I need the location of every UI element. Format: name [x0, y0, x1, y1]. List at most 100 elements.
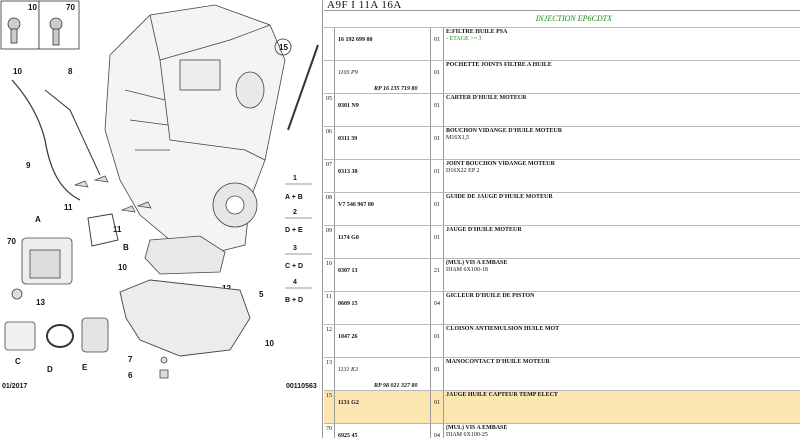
part-description-block: CLOISON ANTIEMULSION HUILE MOT	[446, 326, 796, 333]
callout-9: 9	[26, 161, 31, 170]
callout-11-left: 11	[64, 203, 73, 212]
callout-11-right: 11	[113, 225, 122, 234]
legend-letters-2: D + E	[285, 227, 303, 234]
part-description: JAUGE D'HUILE MOTEUR	[446, 227, 522, 233]
part-description-block: E:FILTRE HUILE PSA- ETAGE >= 3	[446, 29, 796, 43]
part-reference: 1047 26	[338, 334, 358, 340]
legend-num-3: 3	[293, 245, 297, 252]
filter-seal	[46, 324, 74, 348]
callout-A: A	[35, 215, 41, 224]
legend-num-1: 1	[293, 175, 297, 182]
part-reference: 0313 38	[338, 169, 358, 175]
callout-6: 6	[128, 371, 133, 380]
panel-divider	[322, 0, 323, 438]
row-number: 09	[324, 226, 335, 258]
part-spec: D16X22 EP 2	[446, 168, 480, 174]
part-reference: 0311 39	[338, 136, 358, 142]
part-description: MANOCONTACT D'HUILE MOTEUR	[446, 359, 550, 365]
part-reference: 1131 K3	[338, 367, 359, 373]
part-description-block: GICLEUR D'HUILE DE PISTON	[446, 293, 796, 300]
row-number: 07	[324, 160, 335, 192]
callout-15: 15	[279, 43, 288, 52]
callout-B: B	[123, 243, 129, 252]
part-description-block: POCHETTE JOINTS FILTRE A HUILE	[446, 62, 796, 69]
legend-letters-4: B + D	[285, 297, 303, 304]
part-reference: V7 546 967 80	[338, 202, 374, 208]
dipstick-sensor	[287, 44, 319, 131]
row-number: 05	[324, 94, 335, 126]
part-description-block: CARTER D'HUILE MOTEUR	[446, 95, 796, 102]
replacement-reference: RP 16 135 719 80	[374, 86, 418, 92]
callout-5: 5	[259, 290, 264, 299]
row-number: 11	[324, 292, 335, 324]
part-reference: 6925 45	[338, 433, 358, 438]
row-number: 10	[324, 259, 335, 291]
drain-seal	[160, 356, 168, 364]
piston-jets	[73, 175, 152, 213]
part-reference: 0609 15	[338, 301, 358, 307]
part-description: JAUGE HUILE CAPTEUR TEMP ELECT	[446, 392, 558, 398]
row-number: 13	[324, 358, 335, 390]
callout-13: 13	[36, 298, 45, 307]
callout-10-top: 10	[13, 67, 22, 76]
part-quantity: 04	[430, 292, 444, 324]
diagram-ref-code: 00110563	[286, 383, 317, 390]
part-description: (MUL) VIS A EMBASE	[446, 260, 508, 266]
callout-10-mid: 10	[118, 263, 127, 272]
part-description-block: GUIDE DE JAUGE D'HUILE MOTEUR	[446, 194, 796, 201]
diagram-date: 01/2017	[2, 383, 27, 390]
part-quantity: 01	[430, 193, 444, 225]
engine-exploded-diagram: 10 70 15 10 8 9	[0, 0, 322, 438]
callout-E: E	[82, 363, 88, 372]
part-quantity: 01	[430, 28, 444, 60]
part-reference: 1103 P9	[338, 70, 358, 76]
callout-7: 7	[128, 355, 133, 364]
legend-num-4: 4	[293, 279, 297, 286]
drain-plug	[159, 369, 169, 379]
part-note: - ETAGE >= 3	[446, 36, 482, 42]
part-quantity: 01	[430, 325, 444, 357]
part-description: JOINT BOUCHON VIDANGE MOTEUR	[446, 161, 555, 167]
part-description-block: JAUGE HUILE CAPTEUR TEMP ELECT	[446, 392, 796, 399]
filter-cartridge	[4, 321, 36, 351]
part-reference: 1131 G2	[338, 400, 359, 406]
anti-emulsion-baffle	[144, 235, 226, 275]
row-number	[324, 61, 335, 93]
legend-num-2: 2	[293, 209, 297, 216]
part-quantity: 01	[430, 226, 444, 258]
callout-circle-15	[274, 38, 292, 56]
legend-letters-3: C + D	[285, 263, 303, 270]
part-description: GUIDE DE JAUGE D'HUILE MOTEUR	[446, 194, 553, 200]
engine-block	[104, 4, 286, 256]
oil-pan	[119, 279, 251, 357]
kit-legend: 1 A + B 2 D + E 3 C + D 4 B + D	[285, 175, 312, 304]
row-number: 15	[324, 391, 335, 423]
part-quantity: 01	[430, 358, 444, 390]
part-description-block: MANOCONTACT D'HUILE MOTEUR	[446, 359, 796, 366]
part-description: CARTER D'HUILE MOTEUR	[446, 95, 527, 101]
part-spec: DIAM 6X100-18	[446, 267, 488, 273]
part-reference: 1174 G0	[338, 235, 359, 241]
oil-dipstick	[11, 79, 81, 201]
part-description: GICLEUR D'HUILE DE PISTON	[446, 293, 535, 299]
part-reference: 0301 N9	[338, 103, 359, 109]
row-number: 08	[324, 193, 335, 225]
part-quantity: 01	[430, 127, 444, 159]
